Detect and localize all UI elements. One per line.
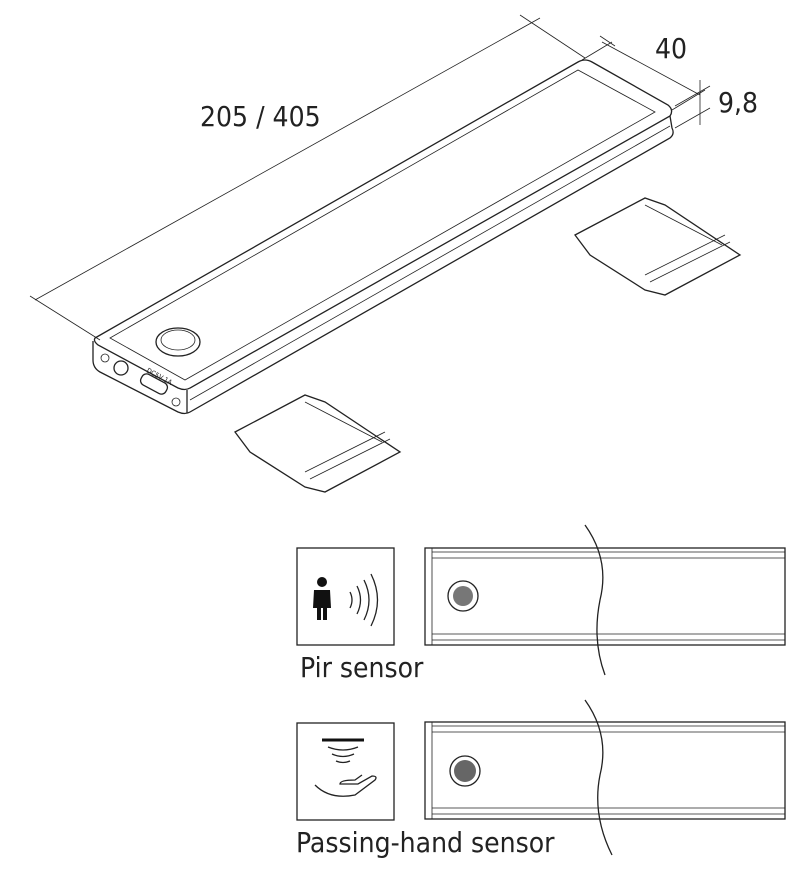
sensor-label: Pir sensor — [300, 651, 424, 684]
pir-person-icon — [296, 547, 395, 646]
length-dimension: 205 / 405 — [29, 14, 586, 341]
height-dimension: 9,8 — [674, 80, 758, 129]
height-label: 9,8 — [718, 86, 758, 119]
length-label: 205 / 405 — [200, 100, 321, 133]
width-label: 40 — [655, 32, 687, 65]
button-icon — [155, 327, 201, 357]
mounting-clip — [574, 197, 742, 296]
led-bar: DC5V 1A — [92, 59, 674, 415]
width-dimension: 40 — [581, 32, 706, 111]
hand-sensor-detail: Passing-hand sensor — [296, 699, 786, 859]
end-cap-label: DC5V 1A — [145, 367, 174, 387]
mounting-clip — [234, 394, 402, 493]
hand-wave-icon — [296, 722, 395, 821]
sensor-label: Passing-hand sensor — [296, 826, 555, 859]
pir-sensor-detail: Pir sensor — [296, 524, 786, 684]
